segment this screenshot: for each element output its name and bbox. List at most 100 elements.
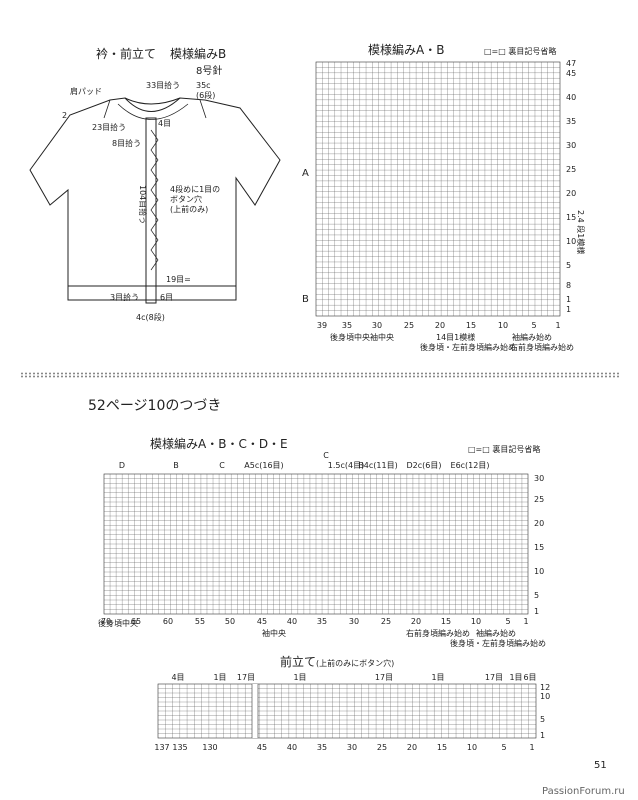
band-col-label: 30 <box>347 743 357 752</box>
band-segment-label: 1目 <box>431 673 444 682</box>
chart-abcde-col-label: 50 <box>225 617 235 626</box>
note-back-center: 後身頃中央 <box>330 332 370 342</box>
chart-ab-col-label: 25 <box>404 321 414 330</box>
garment-schematic <box>29 97 281 304</box>
band-col-label: 10 <box>467 743 477 752</box>
chart-ab-row-label: 25 <box>566 165 576 174</box>
chart-abcde-col-label: 25 <box>381 617 391 626</box>
band-segment-label: 1目 <box>293 673 306 682</box>
note-repeat: 14目1模様 <box>436 332 475 342</box>
watermark: PassionForum.ru <box>542 786 625 797</box>
band-col-label: 137 <box>154 743 169 752</box>
neck-pickup-label: 23目拾う <box>92 122 126 132</box>
band-row-label: 10 <box>540 692 550 701</box>
chart-ab-legend: □=□ 裏目記号省略 <box>484 46 556 56</box>
band-col-label: 45 <box>257 743 267 752</box>
chart-abcde-col-label: 55 <box>195 617 205 626</box>
chart-ab-row-label: 1 <box>566 305 571 314</box>
chart-abcde-section-label: B <box>173 461 179 470</box>
note-sleeve-center: 袖中央 <box>370 332 394 342</box>
chart-ab-col-label: 1 <box>555 321 560 330</box>
note-sleeve-start: 袖編み始め <box>512 332 552 342</box>
pickup4-label: 4目 <box>158 119 171 128</box>
note-sleeve-start-2: 袖編み始め <box>476 628 516 638</box>
chart-ab-row-label: 45 <box>566 69 576 78</box>
collar-rows-label: 35c <box>196 81 211 90</box>
page-number: 51 <box>594 760 607 771</box>
chart-ab-row-label: 35 <box>566 117 576 126</box>
band-col-label: 1 <box>529 743 534 752</box>
band-segment-label: 1目 <box>213 673 226 682</box>
chart-ab-col-label: 5 <box>531 321 536 330</box>
band-row-label: 1 <box>540 731 545 740</box>
shoulder-pad-label: 肩パッド <box>70 86 102 96</box>
note-back-center-2: 後身頃中央 <box>98 618 138 628</box>
chart-ab-row-label: 8 <box>566 281 571 290</box>
chart-ab-row-label: 15 <box>566 213 576 222</box>
band-row-label: 5 <box>540 715 545 724</box>
chart-abcde-col-label: 70 <box>101 617 111 626</box>
chart-abcde-section-label: D <box>119 461 125 470</box>
chart-abcde-legend: □=□ 裏目記号省略 <box>468 444 540 454</box>
chart-abcde-col-label: 45 <box>257 617 267 626</box>
chart-abcde-section-label: C <box>219 461 225 470</box>
band-row-label: 12 <box>540 683 550 692</box>
chart-ab-col-label: 20 <box>435 321 445 330</box>
note-sleeve-center-2: 袖中央 <box>262 628 286 638</box>
band-col-label: 20 <box>407 743 417 752</box>
chart-abcde-row-label: 1 <box>534 607 539 616</box>
chart-abcde-col-label: 60 <box>163 617 173 626</box>
chart-ab-row-label: 1 <box>566 295 571 304</box>
chart-abcde-col-label: 20 <box>411 617 421 626</box>
band-segment-label: 6目 <box>523 673 536 682</box>
chart-abcde-col-label: 1 <box>523 617 528 626</box>
band-pickup-label: 104目拾う <box>138 185 148 224</box>
chart-ab <box>315 61 561 317</box>
chart-abcde-row-label: 30 <box>534 474 544 483</box>
band-col-label: 35 <box>317 743 327 752</box>
chart-ab-col-label: 15 <box>466 321 476 330</box>
chart-ab-row-label: 10 <box>566 237 576 246</box>
band-segment-label: 4目 <box>171 673 184 682</box>
chart-ab-label-b: B <box>302 294 309 305</box>
buttonhole-note2: ボタン穴 <box>170 194 202 204</box>
band-title: 前立て <box>280 654 316 669</box>
label-2: 2 <box>62 111 67 120</box>
chart-abcde-row-label: 15 <box>534 543 544 552</box>
chart-ab-row-label: 20 <box>566 189 576 198</box>
collar-rows2-label: (6段) <box>196 90 215 100</box>
chart-band <box>157 683 537 739</box>
chart-abcde-row-label: 20 <box>534 519 544 528</box>
chart-abcde-col-label: 35 <box>317 617 327 626</box>
band-col-label: 40 <box>287 743 297 752</box>
chart-abcde-row-label: 25 <box>534 495 544 504</box>
band-segment-label: 17目 <box>237 673 255 682</box>
band-segment-label: 1目 <box>509 673 522 682</box>
note-right-front-2: 右前身頃編み始め <box>406 628 470 638</box>
chart-abcde <box>103 473 529 615</box>
chart-abcde-col-label: 40 <box>287 617 297 626</box>
schematic-title: 衿・前立て <box>96 46 156 61</box>
note-back-left-2: 後身頃・左前身頃編み始め <box>450 638 546 648</box>
chart-abcde-col-label: 65 <box>131 617 141 626</box>
band-col-label: 135 <box>172 743 187 752</box>
chart-ab-title: 模様編みA・B <box>368 42 444 57</box>
band-segment-label: 17目 <box>375 673 393 682</box>
buttonhole-note1: 4段めに1目の <box>170 184 220 194</box>
chart-abcde-title: 模様編みA・B・C・D・E <box>150 436 288 451</box>
chart-ab-row-label: 47 <box>566 59 576 68</box>
six-label: 6目 <box>160 293 173 302</box>
schematic-pattern: 模様編みB <box>170 46 226 61</box>
band-col-label: 25 <box>377 743 387 752</box>
chart-abcde-section-label: D2c(6目) <box>407 461 442 470</box>
pick3-label: 3目拾う <box>110 292 139 302</box>
band-segment-label: 17目 <box>485 673 503 682</box>
chart-abcde-col-label: 10 <box>471 617 481 626</box>
chart-ab-col-label: 30 <box>372 321 382 330</box>
chart-ab-col-label: 39 <box>317 321 327 330</box>
chart-abcde-section-label: E6c(12目) <box>451 461 490 470</box>
dotted-separator <box>20 372 620 378</box>
chart-abcde-section-label: B4c(11目) <box>358 461 397 470</box>
chart-abcde-section-label: A5c(16目) <box>244 461 283 470</box>
